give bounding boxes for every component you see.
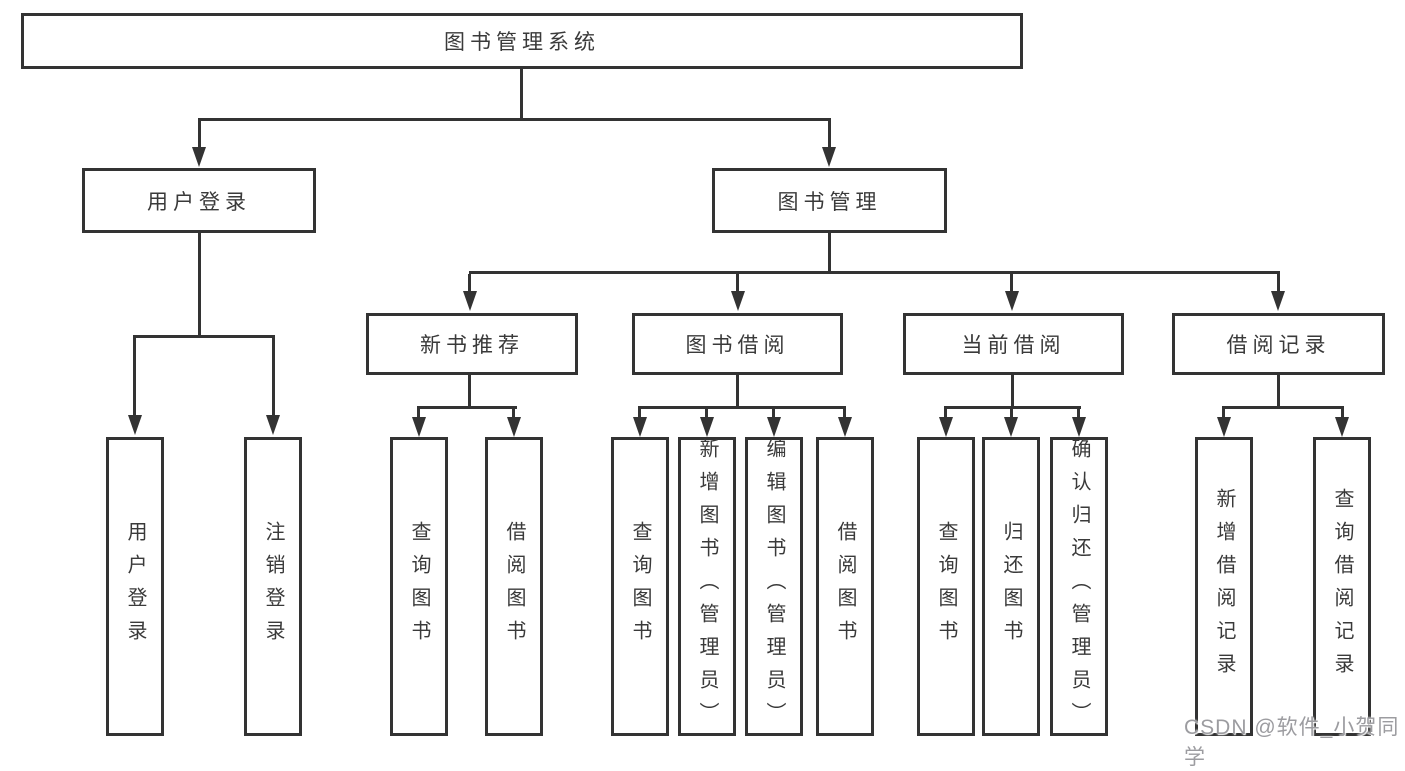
connector-to-current-borrow: [1010, 274, 1013, 292]
leaf-label: 查询图书: [408, 520, 430, 653]
node-user-login: 用户登录: [82, 168, 316, 233]
node-label: 图书借阅: [685, 334, 790, 357]
connector-book-borrow-horizontal: [638, 406, 846, 409]
leaf-label: 查询图书: [935, 520, 957, 653]
connector-to-book-borrow: [736, 274, 739, 292]
arrowhead-leaf: [700, 417, 714, 437]
connector-root-horizontal: [198, 118, 831, 121]
leaf-label: 新增图书（管理员）: [696, 438, 718, 735]
arrowhead-leaf: [1072, 417, 1086, 437]
node-label: 图书管理系统: [444, 31, 600, 54]
connector-leaf-line: [772, 409, 775, 419]
leaf-label: 查询借阅记录: [1331, 487, 1353, 686]
leaf-label: 借阅图书: [503, 520, 525, 653]
leaf-add-borrow-record: 新增借阅记录: [1195, 437, 1253, 736]
connector-borrow-records-stub: [1277, 374, 1280, 408]
arrowhead-current-borrow: [1005, 291, 1019, 311]
connector-leaf-line: [1222, 409, 1225, 419]
connector-leaf-line: [1077, 409, 1080, 419]
connector-book-mgmt-stub: [828, 233, 831, 273]
node-label: 新书推荐: [420, 334, 524, 357]
leaf-label: 归还图书: [1000, 520, 1022, 653]
node-new-book-recommend: 新书推荐: [366, 313, 578, 375]
csdn-watermark: CSDN @软件_小贺同学: [1184, 716, 1400, 769]
connector-user-login-horizontal: [133, 335, 275, 338]
node-current-borrow: 当前借阅: [903, 313, 1124, 375]
connector-new-book-stub: [468, 374, 471, 408]
arrowhead-leaf: [1004, 417, 1018, 437]
node-label: 图书管理: [777, 190, 882, 214]
leaf-edit-books-admin: 编辑图书（管理员）: [745, 437, 803, 736]
org-chart-diagram: 图书管理系统 用户登录 图书管理 新书推荐 图书借阅 当前借阅 借阅记录: [21, 13, 1398, 769]
node-borrow-records: 借阅记录: [1172, 313, 1385, 375]
leaf-logout: 注销登录: [244, 437, 302, 736]
arrowhead-book-borrow: [731, 291, 745, 311]
arrowhead-borrow-records: [1271, 291, 1285, 311]
connector-to-leaf-login: [133, 338, 136, 416]
leaf-label: 编辑图书（管理员）: [763, 438, 785, 735]
connector-leaf-line: [843, 409, 846, 419]
connector-to-new-book: [468, 274, 471, 292]
leaf-add-books-admin: 新增图书（管理员）: [678, 437, 736, 736]
connector-leaf-line: [512, 409, 515, 419]
node-label: 当前借阅: [961, 334, 1066, 357]
connector-new-book-horizontal: [417, 406, 517, 409]
connector-borrow-records-horizontal: [1222, 406, 1344, 409]
leaf-return-books: 归还图书: [982, 437, 1040, 736]
arrowhead-book-management: [822, 147, 836, 167]
arrowhead-new-book: [463, 291, 477, 311]
leaf-label: 用户登录: [124, 520, 146, 653]
connector-to-user-login: [198, 121, 201, 149]
leaf-user-login: 用户登录: [106, 437, 164, 736]
connector-leaf-line: [1341, 409, 1344, 419]
connector-book-borrow-stub: [736, 374, 739, 408]
connector-to-borrow-records: [1277, 274, 1280, 292]
leaf-confirm-return-admin: 确认归还（管理员）: [1050, 437, 1108, 736]
connector-leaf-line: [944, 409, 947, 419]
node-library-management-system: 图书管理系统: [21, 13, 1023, 69]
leaf-query-borrow-record: 查询借阅记录: [1313, 437, 1371, 736]
node-book-management: 图书管理: [712, 168, 947, 233]
leaf-query-books-borrow: 查询图书: [611, 437, 669, 736]
connector-leaf-line: [705, 409, 708, 419]
arrowhead-leaf-logout: [266, 415, 280, 435]
leaf-query-books-recommend: 查询图书: [390, 437, 448, 736]
leaf-borrow-books-recommend: 借阅图书: [485, 437, 543, 736]
leaf-label: 新增借阅记录: [1213, 487, 1235, 686]
arrowhead-leaf: [633, 417, 647, 437]
arrowhead-leaf: [838, 417, 852, 437]
arrowhead-leaf: [1335, 417, 1349, 437]
leaf-label: 借阅图书: [834, 520, 856, 653]
arrowhead-leaf: [767, 417, 781, 437]
connector-leaf-line: [638, 409, 641, 419]
connector-book-mgmt-horizontal: [469, 271, 1280, 274]
arrowhead-user-login: [192, 147, 206, 167]
arrowhead-leaf-login: [128, 415, 142, 435]
connector-leaf-line: [417, 409, 420, 419]
leaf-label: 注销登录: [262, 520, 284, 653]
connector-to-book-management: [828, 121, 831, 149]
leaf-label: 确认归还（管理员）: [1068, 438, 1090, 735]
leaf-query-books-current: 查询图书: [917, 437, 975, 736]
node-book-borrow: 图书借阅: [632, 313, 843, 375]
connector-leaf-line: [1010, 409, 1013, 419]
node-label: 用户登录: [147, 190, 251, 214]
connector-current-borrow-stub: [1011, 374, 1014, 408]
node-label: 借阅记录: [1226, 334, 1331, 357]
connector-root-stub: [520, 68, 523, 121]
connector-to-leaf-logout: [272, 338, 275, 416]
connector-current-borrow-horizontal: [944, 406, 1081, 409]
arrowhead-leaf: [1217, 417, 1231, 437]
arrowhead-leaf: [939, 417, 953, 437]
arrowhead-leaf: [412, 417, 426, 437]
connector-user-login-stub: [198, 233, 201, 336]
leaf-label: 查询图书: [629, 520, 651, 653]
arrowhead-leaf: [507, 417, 521, 437]
leaf-borrow-books: 借阅图书: [816, 437, 874, 736]
